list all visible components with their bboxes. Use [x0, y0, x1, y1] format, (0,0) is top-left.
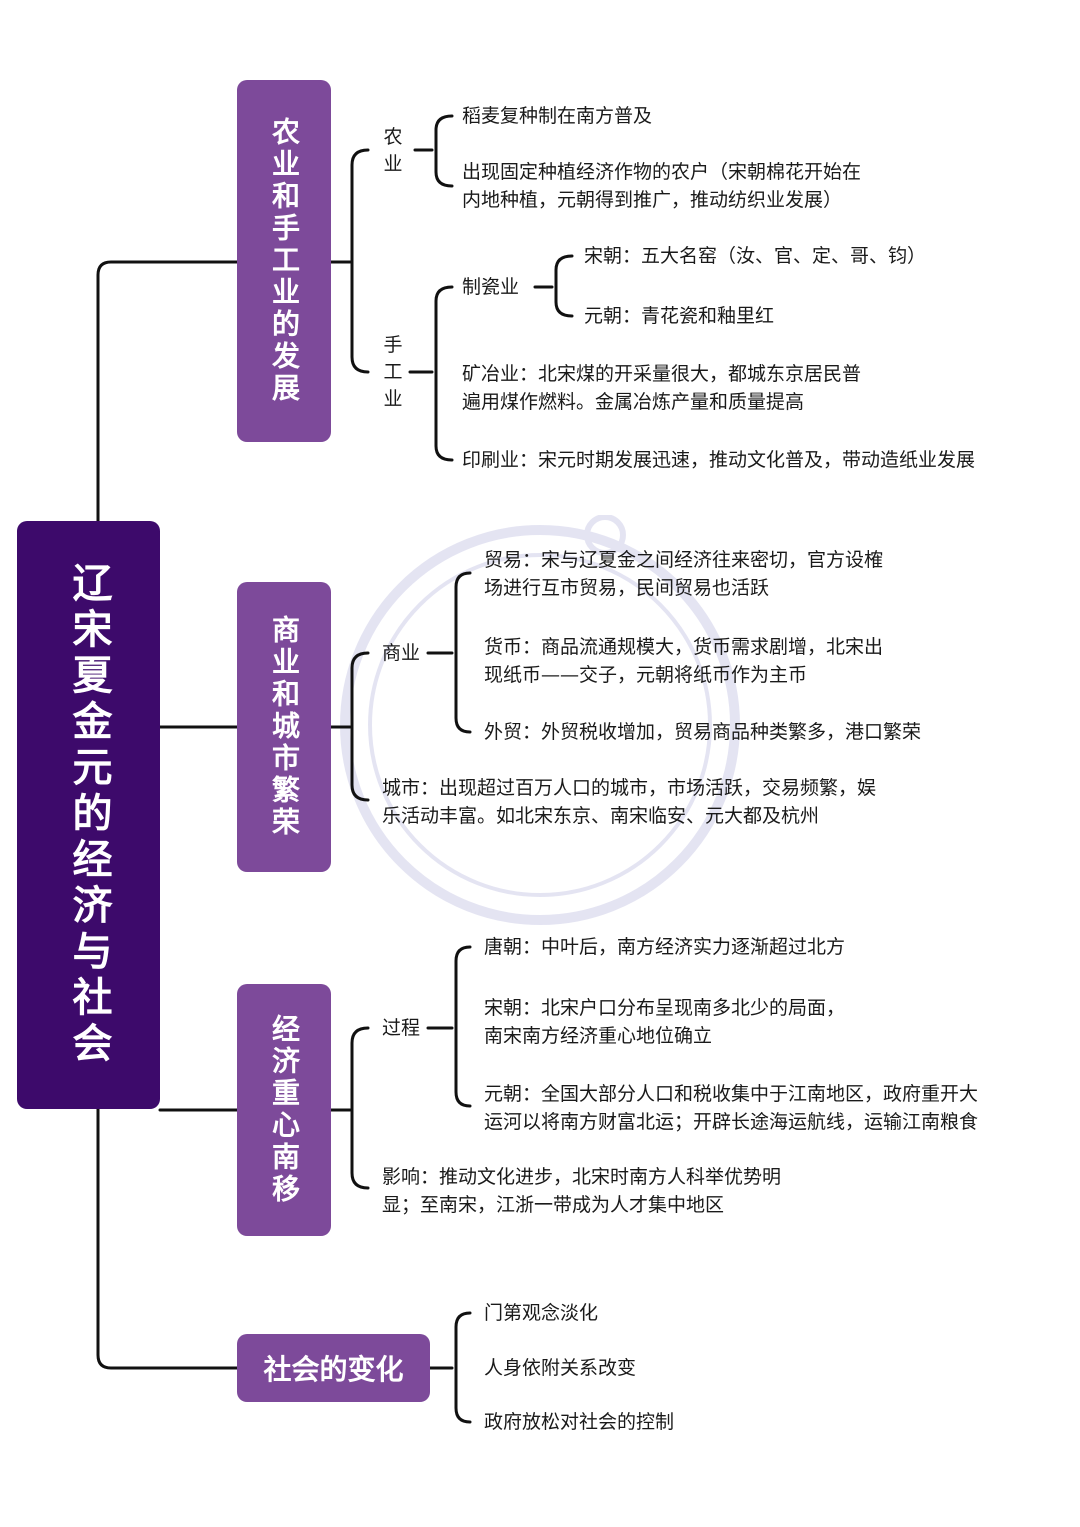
- porcelain-song: 宋朝：五大名窑（汝、官、定、哥、钧）: [584, 245, 927, 267]
- foreign-trade: 外贸：外贸税收增加，贸易商品种类繁多，港口繁荣: [484, 721, 922, 743]
- agriculture-item-1: 稻麦复种制在南方普及: [462, 105, 653, 127]
- agriculture-item-2b: 内地种植，元朝得到推广，推动纺织业发展）: [462, 189, 843, 211]
- trade-line-2: 场进行互市贸易，民间贸易也活跃: [484, 577, 770, 599]
- branch-economic-shift: 经济重心南移: [237, 984, 331, 1236]
- porcelain-yuan: 元朝：青花瓷和釉里红: [584, 305, 775, 327]
- agriculture-label: 农业: [383, 126, 403, 175]
- process-label: 过程: [382, 1017, 421, 1039]
- society-item-3: 政府放松对社会的控制: [484, 1411, 675, 1433]
- trade-line-1: 贸易：宋与辽夏金之间经济往来密切，官方设榷: [484, 549, 884, 571]
- society-item-1: 门第观念淡化: [484, 1302, 599, 1324]
- process-song-1: 宋朝：北宋户口分布呈现南多北少的局面，: [484, 997, 846, 1019]
- impact-line-2: 显；至南宋，江浙一带成为人才集中地区: [382, 1194, 725, 1216]
- city-line-2: 乐活动丰富。如北宋东京、南宋临安、元大都及杭州: [382, 805, 820, 827]
- impact-line-1: 影响：推动文化进步，北宋时南方人科举优势明: [382, 1166, 782, 1188]
- currency-line-2: 现纸币——交子，元朝将纸币作为主币: [484, 664, 808, 686]
- city-line-1: 城市：出现超过百万人口的城市，市场活跃，交易频繁，娱: [382, 777, 877, 799]
- process-tang: 唐朝：中叶后，南方经济实力逐渐超过北方: [484, 936, 846, 958]
- mining-line-2: 遍用煤作燃料。金属冶炼产量和质量提高: [462, 391, 805, 413]
- currency-line-1: 货币：商品流通规模大，货币需求剧增，北宋出: [484, 636, 884, 658]
- process-yuan-1: 元朝：全国大部分人口和税收集中于江南地区，政府重开大: [484, 1083, 979, 1105]
- branch-society: 社会的变化: [237, 1334, 430, 1402]
- root-topic: 辽宋夏金元的经济与社会: [17, 521, 160, 1109]
- process-song-2: 南宋南方经济重心地位确立: [484, 1025, 713, 1047]
- branch-commerce: 商业和城市繁荣: [237, 582, 331, 872]
- society-item-2: 人身依附关系改变: [484, 1357, 637, 1379]
- business-label: 商业: [382, 642, 421, 664]
- process-yuan-2: 运河以将南方财富北运；开辟长途海运航线，运输江南粮食: [484, 1111, 979, 1133]
- agriculture-item-2a: 出现固定种植经济作物的农户（宋朝棉花开始在: [462, 161, 862, 183]
- branch-agri-craft: 农业和手工业的发展: [237, 80, 331, 442]
- printing-item: 印刷业：宋元时期发展迅速，推动文化普及，带动造纸业发展: [462, 449, 976, 471]
- mining-line-1: 矿冶业：北宋煤的开采量很大，都城东京居民普: [462, 363, 862, 385]
- porcelain-label: 制瓷业: [462, 276, 520, 298]
- handicraft-label: 手工业: [383, 334, 403, 410]
